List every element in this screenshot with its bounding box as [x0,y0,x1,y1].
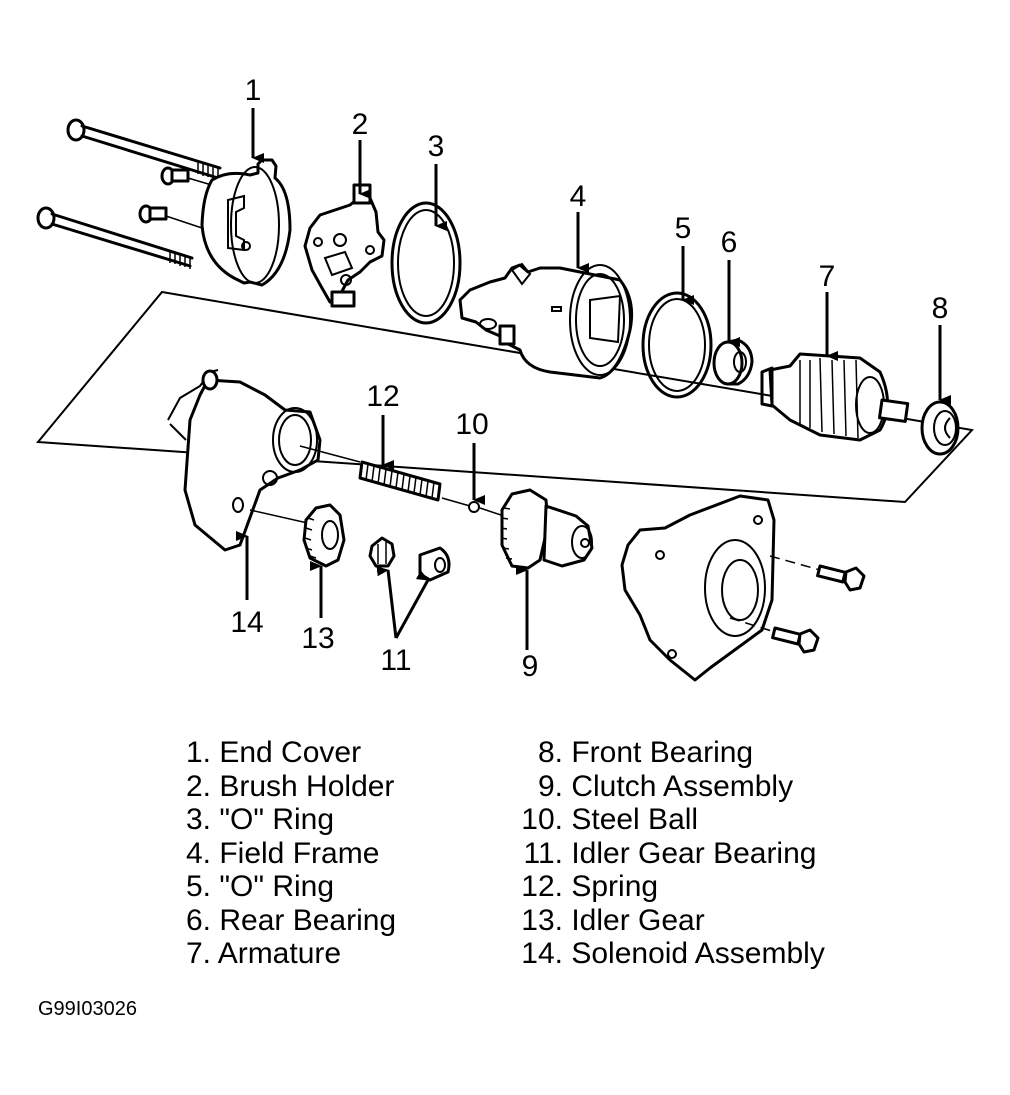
part-o-ring-rear [390,201,462,325]
part-drive-housing [620,494,776,682]
callout-14: 14 [230,606,263,639]
part-front-bearing [920,400,960,456]
legend-label: Clutch Assembly [571,769,794,803]
legend-label: Field Frame [219,836,380,870]
legend-item: 1. End Cover [183,736,396,770]
legend-item: 7. Armature [183,937,396,971]
legend-number: 14. [521,937,563,970]
legend-number: 4. [185,836,211,870]
housing-bolt-lower [729,617,820,654]
legend-item: 9. Clutch Assembly [513,770,825,804]
legend-number: 2. [185,769,211,803]
legend-label: Rear Bearing [219,903,397,937]
housing-bolt-upper [769,555,866,592]
legend-item: 8. Front Bearing [513,736,825,770]
part-field-frame [458,262,634,380]
short-screw-upper [160,166,216,187]
part-clutch-assembly [500,488,594,570]
callout-5: 5 [675,212,692,245]
callout-12: 12 [366,380,399,413]
legend-item: 12. Spring [513,870,825,904]
arrow-11b [394,570,430,639]
callout-1: 1 [245,74,262,107]
legend-label: Armature [217,937,342,970]
part-idler-gear [302,503,346,568]
exploded-diagram: 1 2 3 4 5 6 7 8 9 10 11 12 13 14 [35,74,974,683]
short-screw-lower [138,204,203,229]
legend-item: 10. Steel Ball [513,803,825,837]
part-o-ring-front [641,291,713,399]
legend-item: 4. Field Frame [183,837,396,871]
legend-item: 2. Brush Holder [183,770,396,804]
callout-10: 10 [455,408,488,441]
callout-7: 7 [819,260,836,293]
part-steel-ball [468,501,480,513]
figure-id: G99I03026 [38,998,137,1020]
callout-13: 13 [301,622,334,655]
legend-number: 12. [521,870,563,903]
legend-number: 3. [185,803,211,836]
part-spring [358,460,442,502]
legend-label: Spring [571,870,659,903]
legend-item: 3. "O" Ring [183,803,396,837]
legend-label: Brush Holder [219,769,395,803]
legend-number: 1. [185,736,211,769]
legend-item: 11. Idler Gear Bearing [513,837,825,871]
legend-label: "O" Ring [219,803,335,836]
legend-number: 8. [537,736,563,769]
part-solenoid-assembly [167,369,322,552]
callout-2: 2 [352,108,369,141]
legend-label: Front Bearing [571,736,754,769]
legend-item: 13. Idler Gear [513,904,825,938]
callout-3: 3 [428,130,445,163]
callout-11: 11 [380,644,411,677]
callout-6: 6 [721,226,738,259]
legend-right-column: 8. Front Bearing 9. Clutch Assembly 10. … [513,736,825,971]
callout-4: 4 [570,180,587,213]
legend-number: 6. [185,903,211,937]
legend-label: Idler Gear [571,903,705,937]
legend-label: Idler Gear Bearing [571,836,817,870]
legend-number: 7. [185,937,211,970]
callout-9: 9 [522,650,539,683]
legend-label: Steel Ball [571,803,699,836]
through-bolt-lower [36,206,194,269]
part-armature [760,352,910,442]
part-idler-gear-bearing [368,536,451,582]
callout-8: 8 [932,292,949,325]
part-end-cover [200,158,292,287]
part-brush-holder [303,183,386,308]
legend-number: 9. [537,769,563,803]
legend-item: 6. Rear Bearing [183,904,396,938]
legend-number: 10. [521,803,563,836]
legend-label: Solenoid Assembly [571,937,825,970]
legend-number: 11. [523,836,563,870]
legend-label: "O" Ring [219,870,335,903]
assembly-outline [35,290,974,504]
legend-item: 14. Solenoid Assembly [513,937,825,971]
legend-number: 5. [185,870,211,903]
part-rear-bearing [712,338,754,386]
through-bolt-upper [66,118,222,180]
callout-arrows [236,108,951,650]
legend-label: End Cover [219,736,362,769]
legend-number: 13. [521,903,563,937]
legend-left-column: 1. End Cover 2. Brush Holder 3. "O" Ring… [183,736,396,971]
arrow-11a [376,566,398,639]
legend-item: 5. "O" Ring [183,870,396,904]
